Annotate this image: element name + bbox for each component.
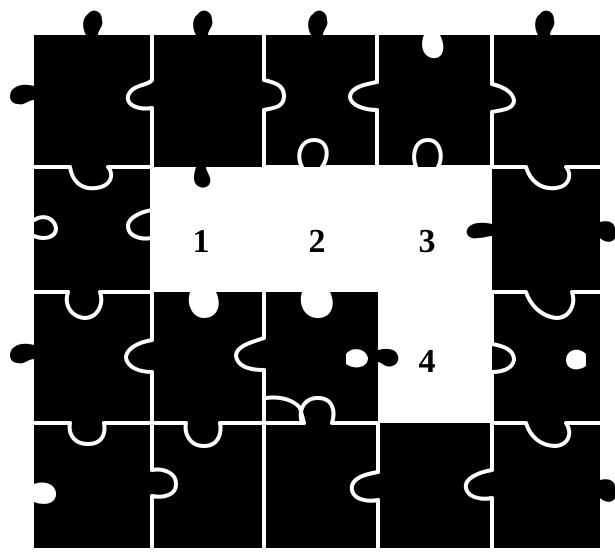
slot-label-1: 1 (193, 223, 210, 260)
slot-label-4: 4 (419, 343, 436, 380)
slot-label-2: 2 (309, 223, 326, 260)
knob-into-slot-3 (467, 223, 492, 239)
knob-into-slot-1 (194, 167, 210, 188)
knob-into-slot-4 (378, 349, 398, 367)
slot-label-3: 3 (419, 223, 436, 260)
